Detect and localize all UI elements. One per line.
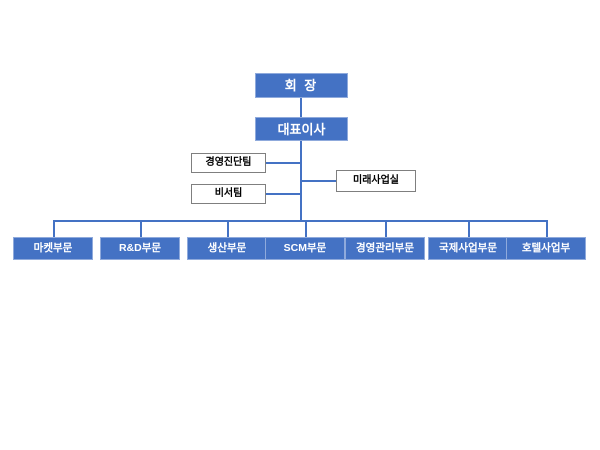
org-node-division-rnd[interactable]: R&D부문 <box>100 237 180 260</box>
org-node-division-international-business[interactable]: 국제사업부문 <box>428 237 508 260</box>
org-node-division-production[interactable]: 생산부문 <box>187 237 267 260</box>
connector-drop-division-2 <box>140 220 142 238</box>
org-node-division-scm[interactable]: SCM부문 <box>265 237 345 260</box>
org-node-division-hotel-business[interactable]: 호텔사업부 <box>506 237 586 260</box>
connector-spine-to-secretary <box>266 193 301 195</box>
connector-drop-division-6 <box>468 220 470 238</box>
connector-division-bus <box>53 220 547 222</box>
connector-spine-to-audit <box>266 162 301 164</box>
connector-chairman-to-ceo <box>300 98 302 117</box>
org-node-division-management-admin[interactable]: 경영관리부문 <box>345 237 425 260</box>
connector-drop-division-7 <box>546 220 548 238</box>
org-node-management-audit-team[interactable]: 경영진단팀 <box>191 153 266 173</box>
org-node-ceo[interactable]: 대표이사 <box>255 117 348 141</box>
org-node-future-business-office[interactable]: 미래사업실 <box>336 170 416 192</box>
connector-drop-division-5 <box>385 220 387 238</box>
connector-drop-division-4 <box>305 220 307 238</box>
connector-drop-division-3 <box>227 220 229 238</box>
connector-spine-to-future <box>300 180 337 182</box>
org-node-division-market[interactable]: 마켓부문 <box>13 237 93 260</box>
org-node-chairman[interactable]: 회 장 <box>255 73 348 98</box>
connector-drop-division-1 <box>53 220 55 238</box>
org-node-secretary-team[interactable]: 비서팀 <box>191 184 266 204</box>
